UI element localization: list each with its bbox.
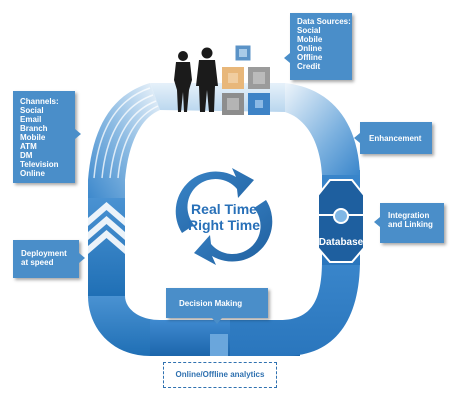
deployment-callout: Deployment at speed xyxy=(13,240,85,278)
ring-streaks xyxy=(93,87,159,179)
bottom-connector xyxy=(210,334,228,356)
channel-item: Television xyxy=(20,160,59,169)
channel-item: Online xyxy=(20,169,45,178)
circular-arrows-icon xyxy=(175,168,273,265)
ring-left-top-arc xyxy=(88,83,160,200)
channel-item: Email xyxy=(20,115,42,124)
center-title-line1: Real Time xyxy=(191,201,257,217)
channel-item: DM xyxy=(20,151,33,160)
chevron-up-icon xyxy=(88,202,125,254)
silhouette-man-icon xyxy=(196,47,218,112)
deployment-label-line2: at speed xyxy=(21,258,54,267)
channel-item: Mobile xyxy=(20,133,46,142)
channel-item: Branch xyxy=(20,124,48,133)
center-title-line2: Right Time xyxy=(188,217,260,233)
channel-item: ATM xyxy=(20,142,37,151)
data-sources-title: Data Sources: xyxy=(297,17,351,26)
silhouette-woman-icon xyxy=(174,51,192,112)
database-icon xyxy=(317,179,365,263)
integration-label-line2: and Linking xyxy=(388,220,433,229)
decision-making-callout: Decision Making xyxy=(166,288,268,324)
enhancement-callout: Enhancement xyxy=(354,122,432,154)
data-source-item: Offline xyxy=(297,53,323,62)
integration-label-line1: Integration xyxy=(388,211,430,220)
decision-making-label: Decision Making xyxy=(179,299,243,308)
enhancement-label: Enhancement xyxy=(369,134,422,143)
data-source-item: Mobile xyxy=(297,35,323,44)
database-label: Database xyxy=(319,237,364,248)
analytics-box: Online/Offline analytics xyxy=(163,362,277,388)
data-source-item: Social xyxy=(297,26,321,35)
channel-item: Social xyxy=(20,106,44,115)
integration-callout: Integration and Linking xyxy=(374,203,444,243)
data-source-item: Online xyxy=(297,44,322,53)
ring-bottom-right-corner xyxy=(230,260,360,356)
channels-callout: Channels: Social Email Branch Mobile ATM… xyxy=(13,91,81,183)
data-tiles-icon xyxy=(222,44,270,115)
data-source-item: Credit xyxy=(297,62,321,71)
data-sources-callout: Data Sources: Social Mobile Online Offli… xyxy=(284,13,352,80)
deployment-label-line1: Deployment xyxy=(21,249,67,258)
channels-title: Channels: xyxy=(20,97,59,106)
ring-right-top-arc xyxy=(285,83,360,175)
